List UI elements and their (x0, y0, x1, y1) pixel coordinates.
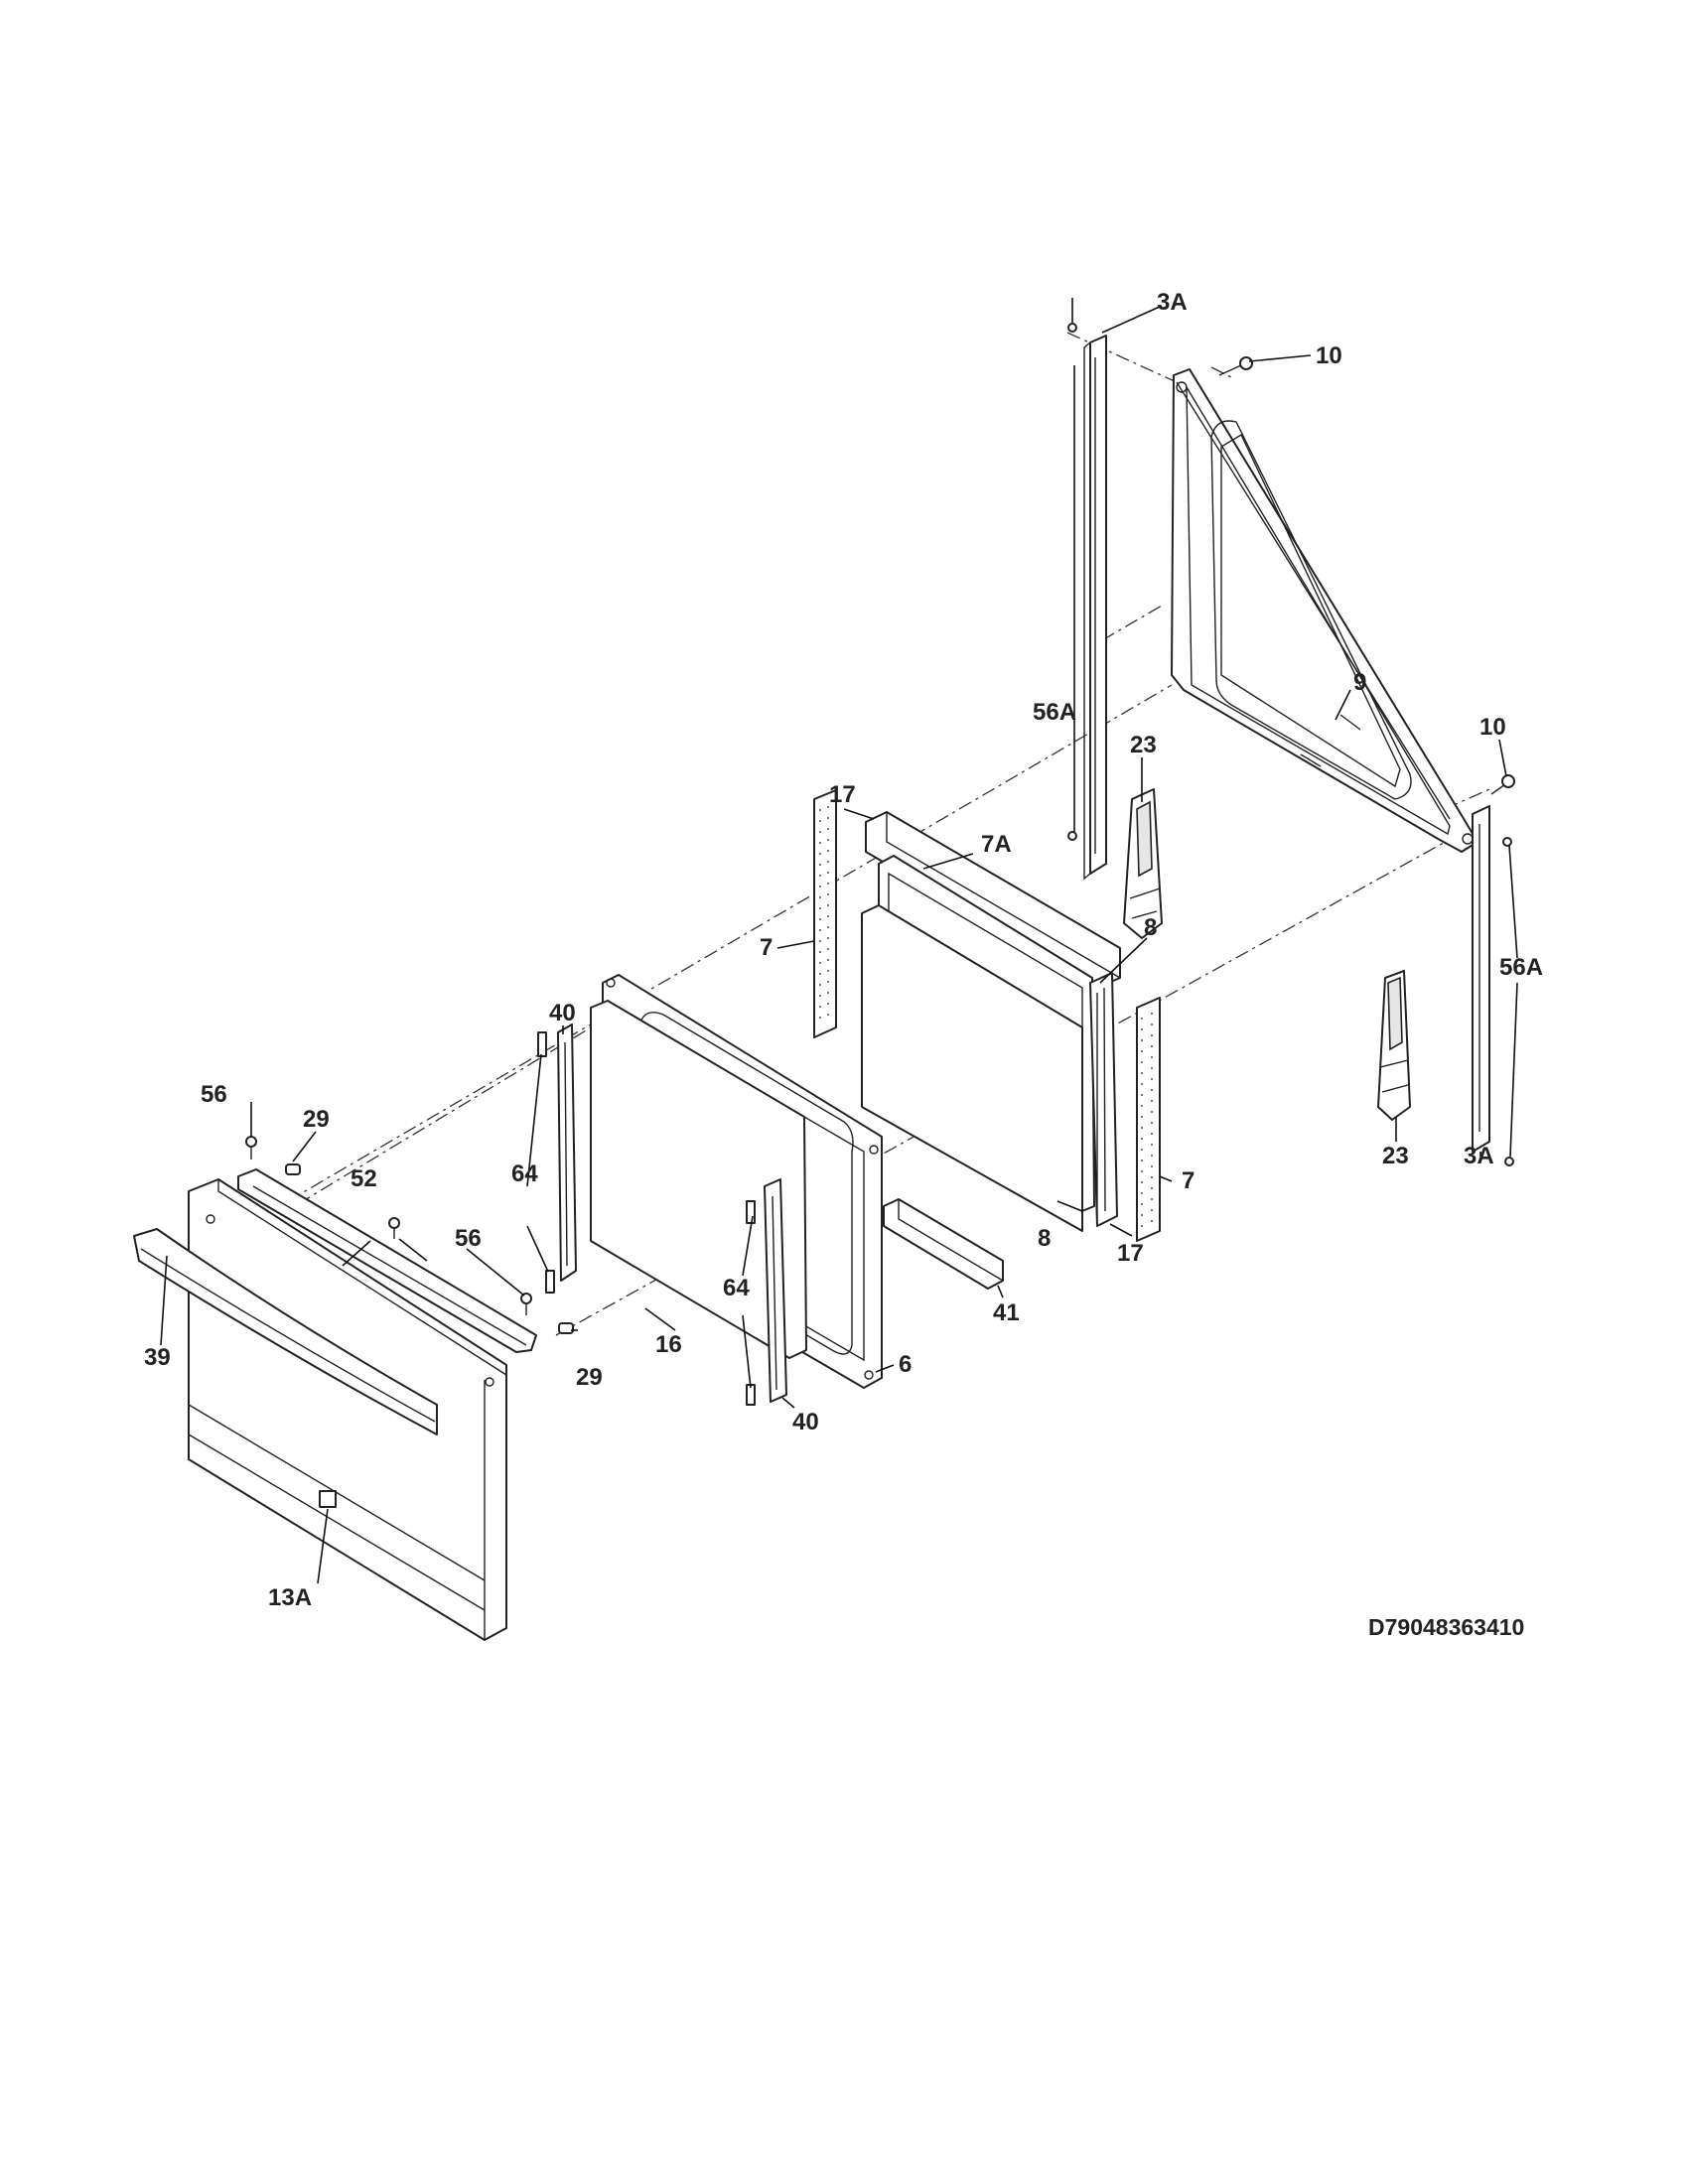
label-7-right: 7 (1182, 1167, 1195, 1194)
insulation-strip-right-part (1136, 997, 1161, 1242)
label-16: 16 (655, 1331, 682, 1358)
hinge-bottom-part (1377, 970, 1411, 1121)
glass-pane-part (861, 904, 1083, 1232)
diagram-id: D79048363410 (1368, 1614, 1524, 1640)
insulation-top-part (865, 811, 1121, 989)
screw-56A-left-part (1067, 323, 1077, 841)
label-56-left: 56 (201, 1081, 227, 1108)
label-23-bottom: 23 (1382, 1143, 1409, 1169)
clip-left-part (537, 1031, 555, 1294)
label-6: 6 (899, 1351, 912, 1378)
label-7-left: 7 (760, 934, 773, 961)
label-3A-top: 3A (1157, 289, 1188, 316)
inner-glass-part (590, 1000, 807, 1359)
label-10-top: 10 (1316, 342, 1342, 369)
callout-labels: 3A 10 9 56A 23 10 17 7A 56A 7 8 40 56 29… (144, 289, 1543, 1640)
leader-lines (160, 298, 1518, 1584)
bumper-top-part (285, 1163, 301, 1175)
label-52: 52 (351, 1165, 377, 1192)
label-17-bottom: 17 (1117, 1240, 1144, 1267)
screw-56A-right-part (1502, 837, 1514, 1166)
door-handle-part (133, 1228, 438, 1435)
label-13A: 13A (268, 1584, 312, 1611)
label-17-top: 17 (829, 781, 856, 808)
glass-frame-front-part (1089, 972, 1118, 1227)
hinge-channel-left-part (1083, 335, 1107, 881)
label-8-bottom: 8 (1038, 1225, 1051, 1252)
glass-retainer-left-part (557, 1024, 577, 1282)
label-29-bottom: 29 (576, 1364, 603, 1391)
outer-door-panel-part (188, 1178, 507, 1641)
hinge-channel-right-part (1472, 805, 1490, 1153)
label-23-top: 23 (1130, 732, 1157, 758)
screw-56-left-part (245, 1136, 257, 1160)
label-39: 39 (144, 1344, 171, 1371)
label-7A: 7A (981, 831, 1012, 858)
label-64-left: 64 (511, 1160, 538, 1187)
inner-door-liner-part (1171, 368, 1478, 853)
label-40-top: 40 (549, 1000, 576, 1026)
screw-top-part (1218, 356, 1253, 376)
label-56A-left: 56A (1033, 699, 1076, 726)
screw-56-right-part (520, 1293, 532, 1315)
label-3A-bottom: 3A (1464, 1143, 1494, 1169)
screw-56-mid-part (388, 1217, 400, 1239)
insulation-strip-left-part (813, 789, 837, 1038)
label-64-right: 64 (723, 1275, 750, 1301)
bumper-bottom-part (558, 1322, 574, 1334)
hinge-top-part (1123, 788, 1163, 939)
label-10-right: 10 (1479, 714, 1506, 741)
bottom-channel-part (883, 1198, 1004, 1290)
label-8-top: 8 (1144, 914, 1157, 941)
label-29-top: 29 (303, 1106, 330, 1133)
vent-trim-part (237, 1168, 537, 1353)
label-56A-right: 56A (1499, 954, 1543, 981)
label-41: 41 (993, 1299, 1020, 1326)
label-9: 9 (1353, 669, 1366, 696)
label-40-bottom: 40 (792, 1409, 819, 1435)
label-56-mid: 56 (455, 1225, 482, 1252)
screw-right-part (1490, 774, 1515, 795)
glass-retainer-right-part (764, 1178, 787, 1403)
